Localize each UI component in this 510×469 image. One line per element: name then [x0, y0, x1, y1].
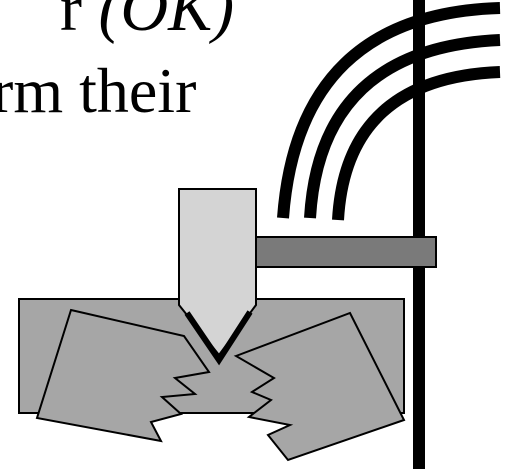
connecting-arm [256, 237, 436, 267]
sound-wave-arcs-icon [283, 8, 500, 220]
vertical-rod [413, 0, 425, 469]
